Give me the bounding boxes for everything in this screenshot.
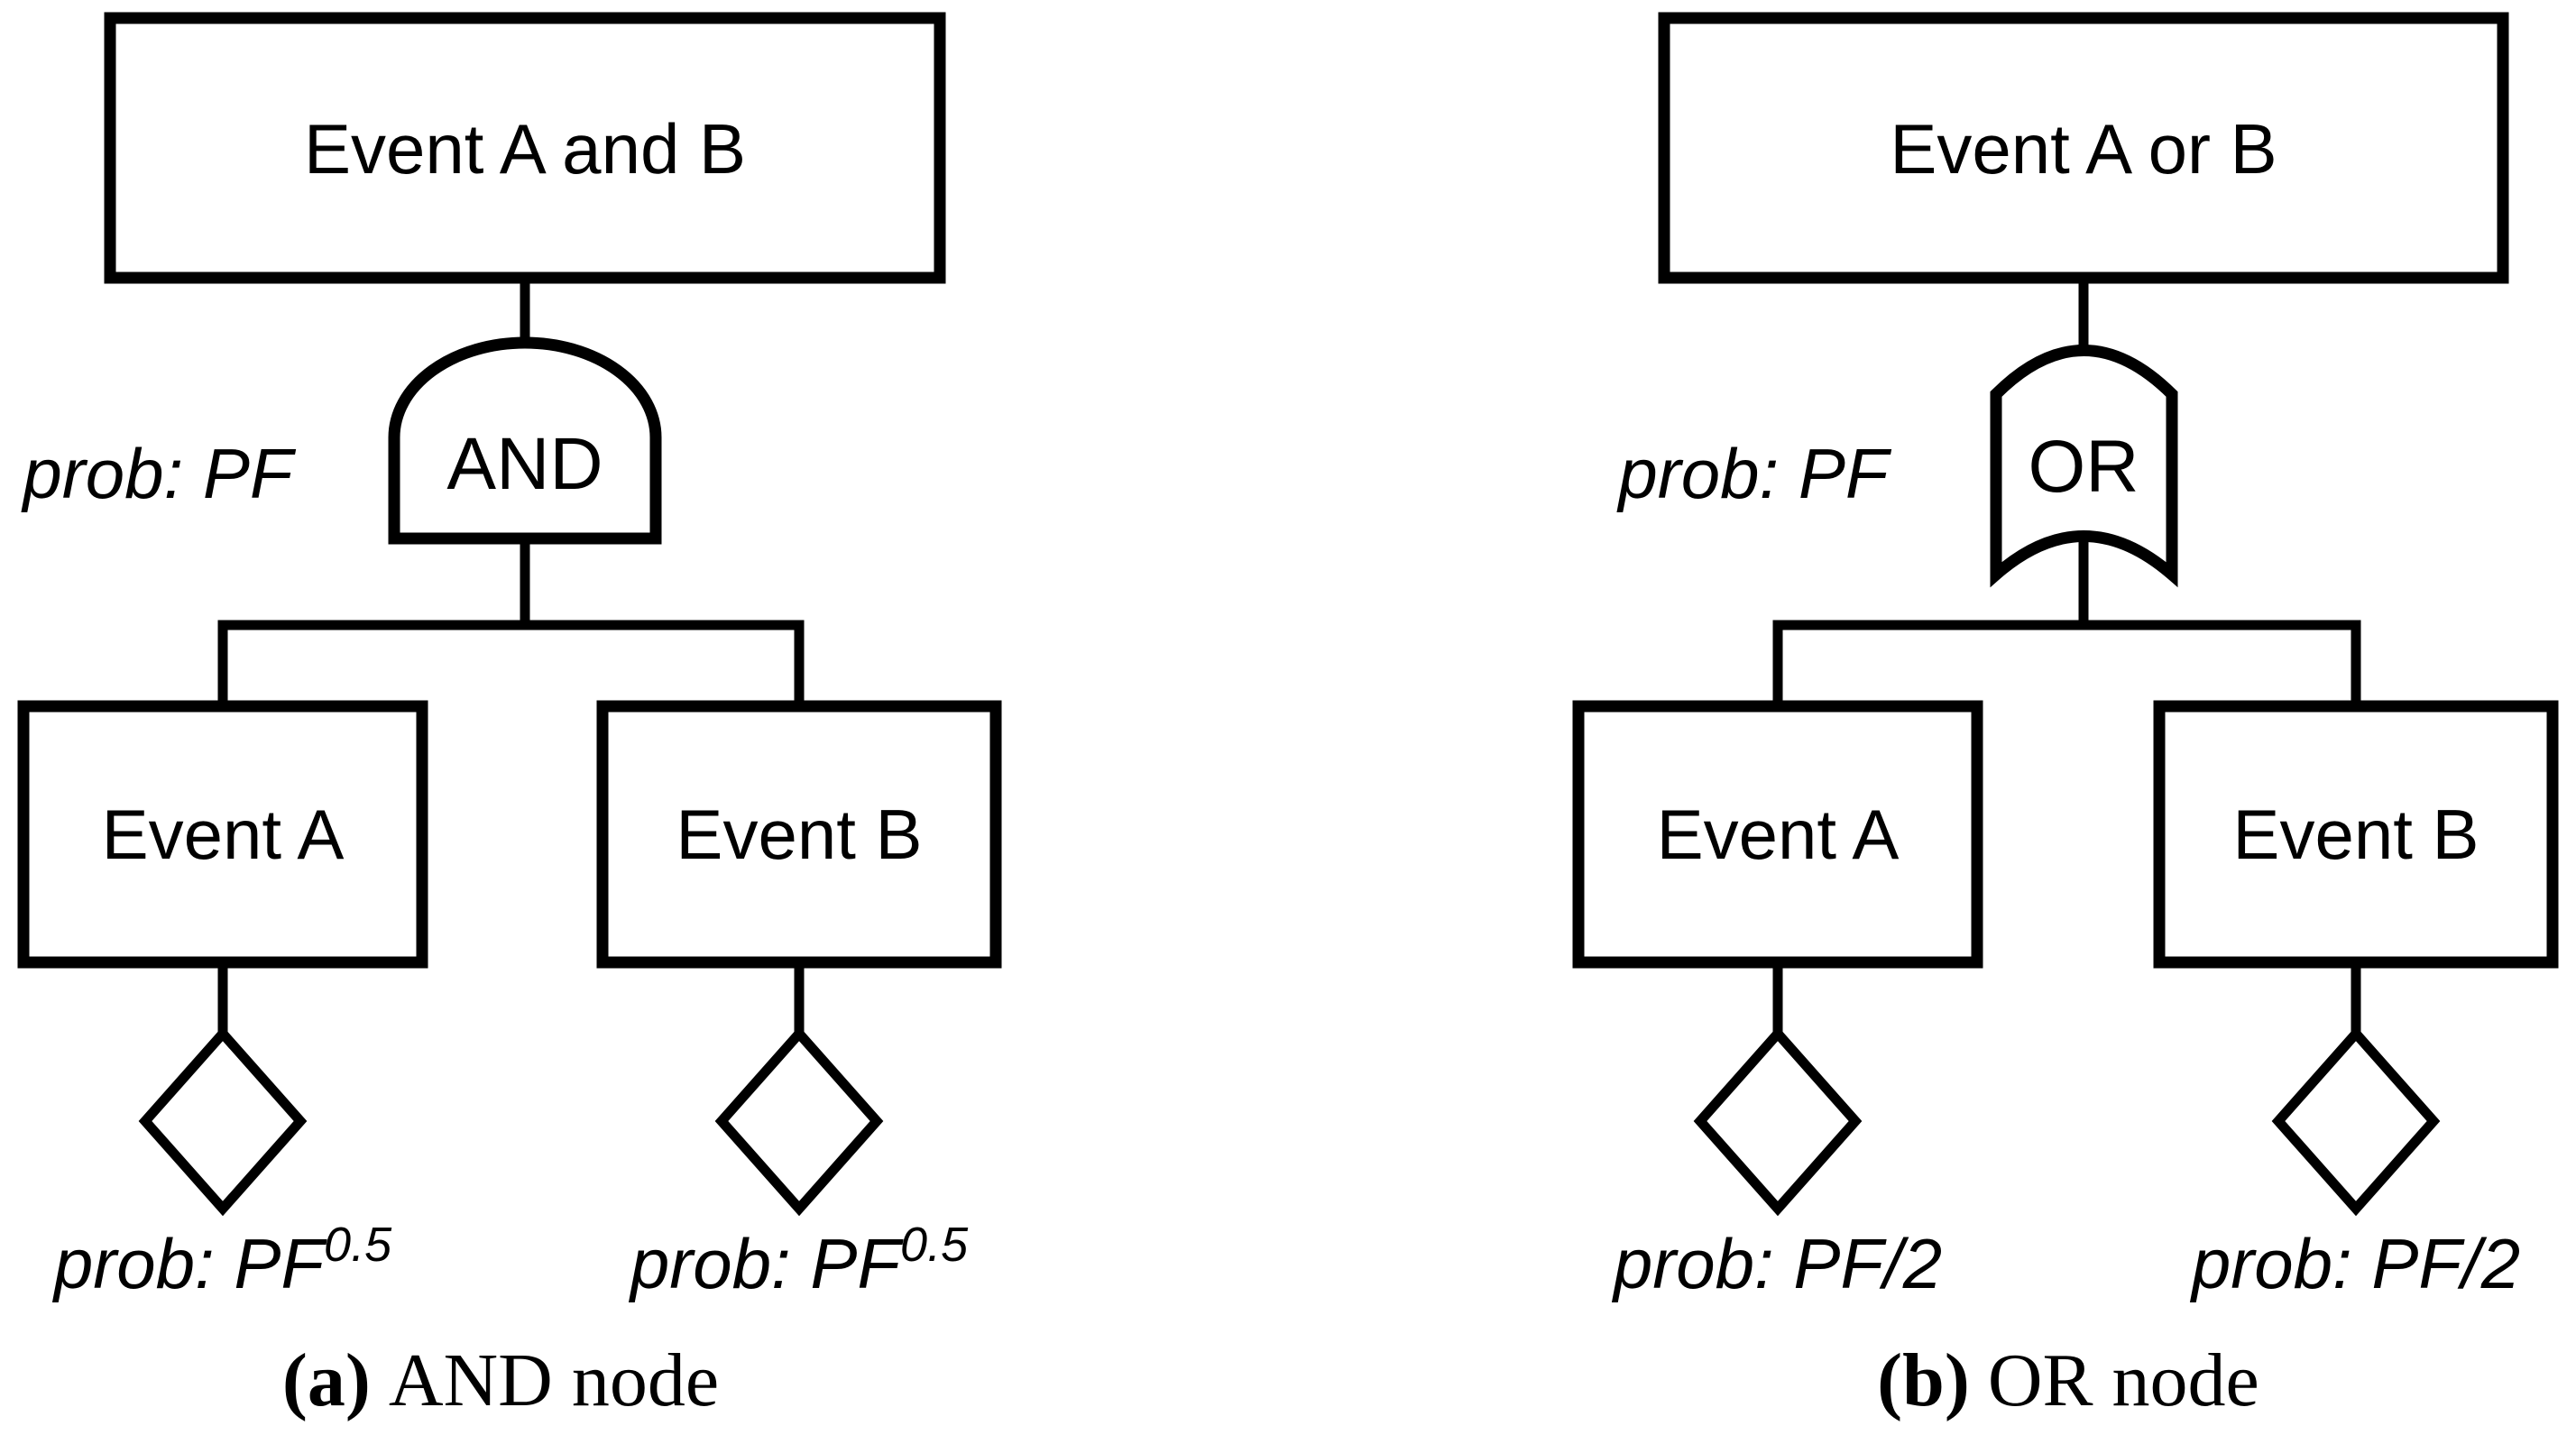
prob-base: prob: PF — [52, 1224, 327, 1303]
event-b-prob-label: prob: PF/2 — [2190, 1224, 2520, 1303]
panel-caption: (b)OR node — [1877, 1338, 2259, 1422]
prob-base: prob: PF/2 — [1612, 1224, 1942, 1303]
gate-prob-label: prob: PF — [21, 434, 296, 513]
event-a-label: Event A — [102, 795, 345, 874]
event-a-prob-label: prob: PF0.5 — [52, 1218, 392, 1303]
prob-base: prob: PF/2 — [2190, 1224, 2520, 1303]
or-gate-label: OR — [2029, 426, 2139, 508]
top-event-box — [104, 12, 946, 284]
event-b-label: Event B — [676, 795, 922, 874]
panel-caption: (a)AND node — [282, 1338, 719, 1422]
event-a-box — [17, 700, 428, 969]
event-b-prob-label: prob: PF0.5 — [629, 1218, 969, 1303]
caption-text: AND node — [389, 1338, 719, 1422]
undeveloped-event-diamond — [2271, 1026, 2441, 1217]
top-event-label: Event A or B — [1890, 109, 2277, 189]
gate-prob-label: prob: PF — [1616, 434, 1891, 513]
or-gate-shape — [1990, 345, 2178, 588]
event-a-label: Event A — [1657, 795, 1900, 874]
undeveloped-event-diamond — [138, 1026, 308, 1217]
branch-connector — [1772, 620, 2361, 711]
caption-text: OR node — [1988, 1338, 2259, 1422]
event-a-prob-label: prob: PF/2 — [1612, 1224, 1942, 1303]
caption-prefix: (b) — [1877, 1338, 1970, 1422]
prob-superscript: 0.5 — [324, 1218, 392, 1272]
undeveloped-event-diamond — [1693, 1026, 1863, 1217]
and-gate-shape — [388, 336, 662, 545]
prob-superscript: 0.5 — [900, 1218, 969, 1272]
branch-connector — [217, 620, 805, 711]
event-b-box — [2153, 700, 2559, 969]
panel-and-node: Event A and B AND prob: PF Event A Event… — [17, 12, 1002, 1422]
event-b-label: Event B — [2232, 795, 2479, 874]
top-event-label: Event A and B — [304, 109, 746, 189]
caption-prefix: (a) — [282, 1338, 371, 1422]
panel-or-node: Event A or B OR prob: PF Event A Event B… — [1572, 12, 2559, 1422]
top-event-box — [1658, 12, 2509, 284]
prob-base: prob: PF — [629, 1224, 904, 1303]
event-a-box — [1572, 700, 1983, 969]
undeveloped-event-diamond — [714, 1026, 884, 1217]
and-gate-label: AND — [446, 423, 603, 505]
